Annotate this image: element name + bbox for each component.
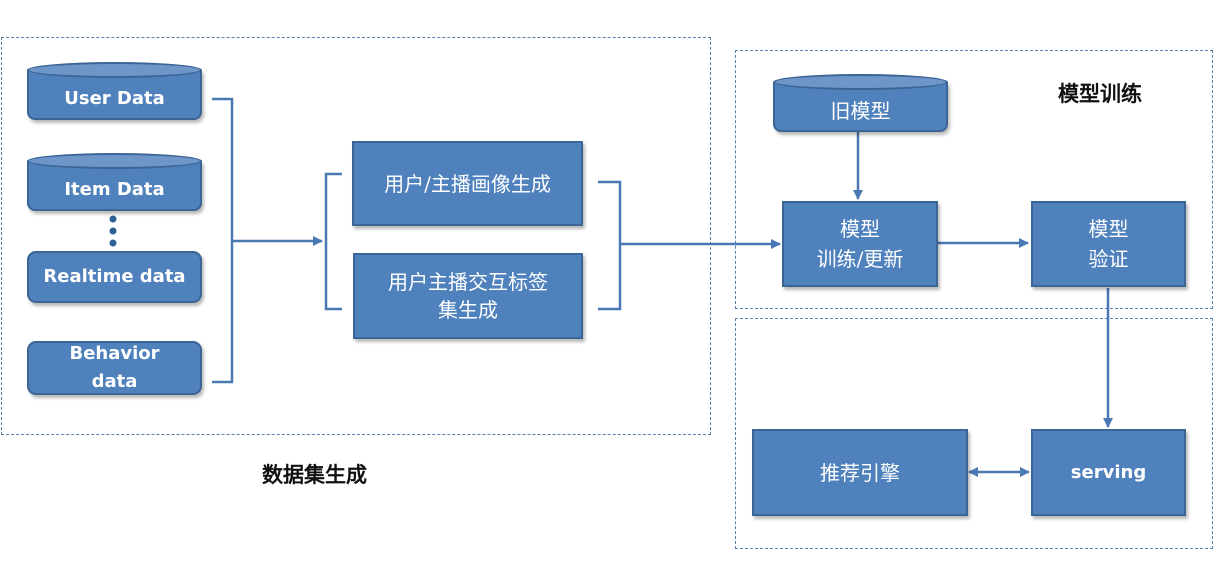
item-data-cylinder: Item Data [27,153,202,211]
portrait-generation-box: 用户/主播画像生成 [352,141,583,226]
dataset-generation-region [1,37,711,435]
recommendation-engine-box: 推荐引擎 [752,429,968,516]
model-train-label-line1: 模型 [840,217,880,241]
old-model-cylinder: 旧模型 [773,74,948,132]
interaction-label-line1: 用户主播交互标签 [388,270,548,294]
user-data-label: User Data [64,88,165,109]
model-validate-label-line1: 模型 [1088,217,1129,241]
item-data-label: Item Data [64,179,165,200]
model-train-update-box: 模型 训练/更新 [782,201,938,287]
steps-left-bracket [324,172,342,311]
realtime-data-label: Realtime data [43,266,186,287]
dataset-region-label: 数据集生成 [262,462,367,487]
interaction-label-box: 用户主播交互标签 集生成 [353,253,583,339]
model-validate-label-line2: 验证 [1088,247,1129,271]
recommendation-engine-label: 推荐引擎 [820,460,900,485]
portrait-generation-label: 用户/主播画像生成 [384,171,551,196]
serving-box: serving [1031,429,1186,516]
model-validate-box: 模型 验证 [1031,201,1186,287]
interaction-label-line2: 集生成 [438,298,498,322]
old-model-label: 旧模型 [830,99,891,123]
behavior-data-box: Behavior data [27,341,202,395]
user-data-cylinder: User Data [27,62,202,120]
behavior-data-label-line1: Behavior [69,343,160,364]
training-region-label: 模型训练 [1058,81,1142,106]
more-sources-ellipsis [109,215,117,247]
model-train-label-line2: 训练/更新 [816,247,904,271]
steps-right-bracket [598,180,622,311]
sources-bracket [212,97,234,384]
serving-label: serving [1070,461,1147,483]
realtime-data-box: Realtime data [27,251,202,303]
behavior-data-label-line2: data [91,371,138,392]
